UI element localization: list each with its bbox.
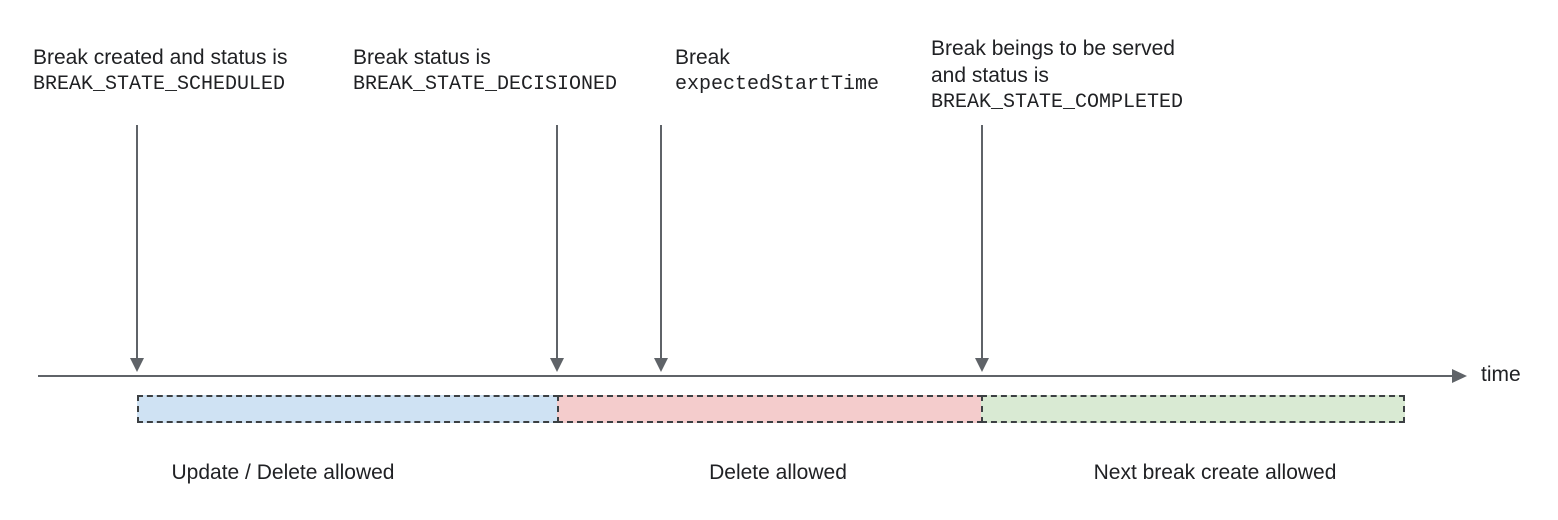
arrow-head <box>130 358 144 372</box>
break-state-completed-code: BREAK_STATE_COMPLETED <box>931 91 1184 114</box>
segment-label-next-break-create-allowed: Next break create allowed <box>1093 461 1337 484</box>
annotation-break-completed: Break beings to be served and status is … <box>931 35 1183 116</box>
annotation-text: and status is <box>931 64 1049 87</box>
break-state-decisioned-code: BREAK_STATE_DECISIONED <box>353 73 618 96</box>
annotation-break-decisioned: Break status is BREAK_STATE_DECISIONED <box>353 44 617 98</box>
annotation-text: Break status is <box>353 46 491 69</box>
break-state-scheduled-code: BREAK_STATE_SCHEDULED <box>33 73 286 96</box>
annotation-text: Break beings to be served <box>931 37 1175 60</box>
arrow-head <box>654 358 668 372</box>
bar-segment-next-break-create-allowed <box>981 395 1405 423</box>
arrow-head <box>550 358 564 372</box>
arrow-shaft <box>981 125 983 359</box>
arrow-shaft <box>556 125 558 359</box>
timeline-arrowhead-icon <box>1452 369 1467 383</box>
annotation-expected-start-time: Break expectedStartTime <box>675 44 879 98</box>
annotation-break-created: Break created and status is BREAK_STATE_… <box>33 44 287 98</box>
annotation-text: Break <box>675 46 730 69</box>
timeline-axis <box>38 375 1452 377</box>
segment-label-update-delete-allowed: Update / Delete allowed <box>171 461 395 484</box>
bar-segment-update-delete-allowed <box>137 395 559 423</box>
break-period-bar <box>137 395 1405 423</box>
expected-start-time-code: expectedStartTime <box>675 73 880 96</box>
segment-label-delete-allowed: Delete allowed <box>709 461 847 484</box>
arrow-head <box>975 358 989 372</box>
time-axis-label: time <box>1481 363 1521 386</box>
annotation-text: Break created and status is <box>33 46 288 69</box>
arrow-shaft <box>136 125 138 359</box>
arrow-shaft <box>660 125 662 359</box>
bar-segment-delete-allowed <box>557 395 983 423</box>
